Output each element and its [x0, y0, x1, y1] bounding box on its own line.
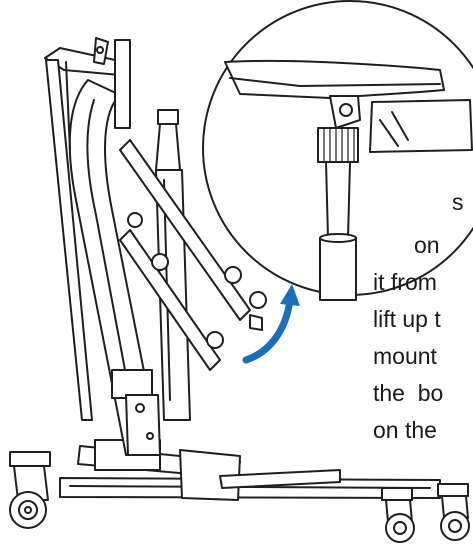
lift-boom [44, 37, 131, 421]
caster-front-left [9, 451, 51, 529]
instruction-line-2: on [414, 232, 440, 258]
lift-spreader-bar [111, 139, 267, 399]
lift-base [59, 439, 441, 501]
instruction-line-3: it from [373, 269, 437, 295]
instruction-line-7: on the [373, 417, 437, 443]
caster-rear [381, 487, 415, 543]
instruction-line-4: lift up t [373, 306, 441, 332]
instruction-line-1: s [452, 189, 464, 215]
instruction-text-block: s on it from lift up t mount the bo on t… [373, 189, 464, 443]
instruction-line-6: the bo [373, 380, 443, 406]
instruction-line-5: mount [373, 343, 438, 369]
lift-arrow-icon [242, 284, 300, 364]
lift-pivot [125, 394, 161, 456]
detail-magnifier [202, 0, 473, 301]
caster-rear-right [437, 483, 470, 541]
